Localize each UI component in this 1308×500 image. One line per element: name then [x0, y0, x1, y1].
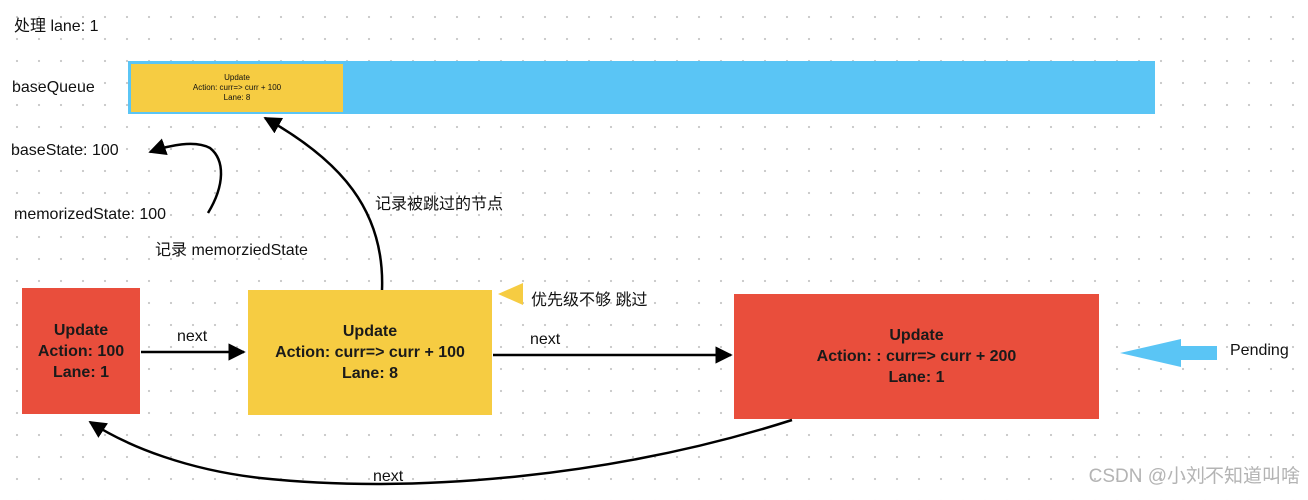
next-label-1: next [177, 328, 208, 345]
next-label-3: next [373, 468, 404, 485]
priority-skip-label: 优先级不够 跳过 [531, 292, 648, 309]
node-3-title: Update [889, 327, 944, 344]
update-node-2: Update Action: curr=> curr + 100 Lane: 8 [248, 290, 492, 415]
record-skipped-arrow [263, 116, 384, 291]
node-3-lane: Lane: 1 [888, 369, 945, 386]
update-node-3: Update Action: : curr=> curr + 200 Lane:… [734, 294, 1099, 419]
queue-item-title: Update [224, 73, 250, 82]
node-2-lane: Lane: 8 [341, 365, 398, 382]
watermark: CSDN @小刘不知道叫啥 [1088, 466, 1300, 487]
next-label-2: next [530, 331, 561, 348]
record-skipped-label: 记录被跳过的节点 [375, 196, 504, 213]
base-queue-label: baseQueue [12, 79, 95, 96]
queue-item-action: Action: curr=> curr + 100 [192, 83, 282, 92]
pending-arrow [1120, 339, 1217, 367]
node-1-lane: Lane: 1 [52, 363, 109, 381]
memorized-state-label: memorizedState: 100 [14, 206, 167, 223]
node-3-action: Action: : curr=> curr + 200 [816, 348, 1017, 365]
base-queue-update-node: Update Action: curr=> curr + 100 Lane: 8 [131, 64, 343, 112]
node-1-action: Action: 100 [37, 342, 125, 360]
record-memorized-arrow [148, 138, 223, 214]
base-state-label: baseState: 100 [11, 142, 119, 159]
update-node-1: Update Action: 100 Lane: 1 [22, 288, 140, 414]
record-memorized-label: 记录 memorziedState [155, 242, 308, 259]
node-2-title: Update [342, 323, 398, 340]
pending-label: Pending [1230, 342, 1289, 359]
priority-skip-marker [498, 283, 523, 305]
node-2-action: Action: curr=> curr + 100 [275, 344, 465, 361]
queue-item-lane: Lane: 8 [223, 93, 251, 102]
diagram-title: 处理 lane: 1 [14, 18, 99, 35]
node-1-title: Update [53, 321, 109, 339]
next-arrow-3-to-1 [88, 418, 793, 486]
